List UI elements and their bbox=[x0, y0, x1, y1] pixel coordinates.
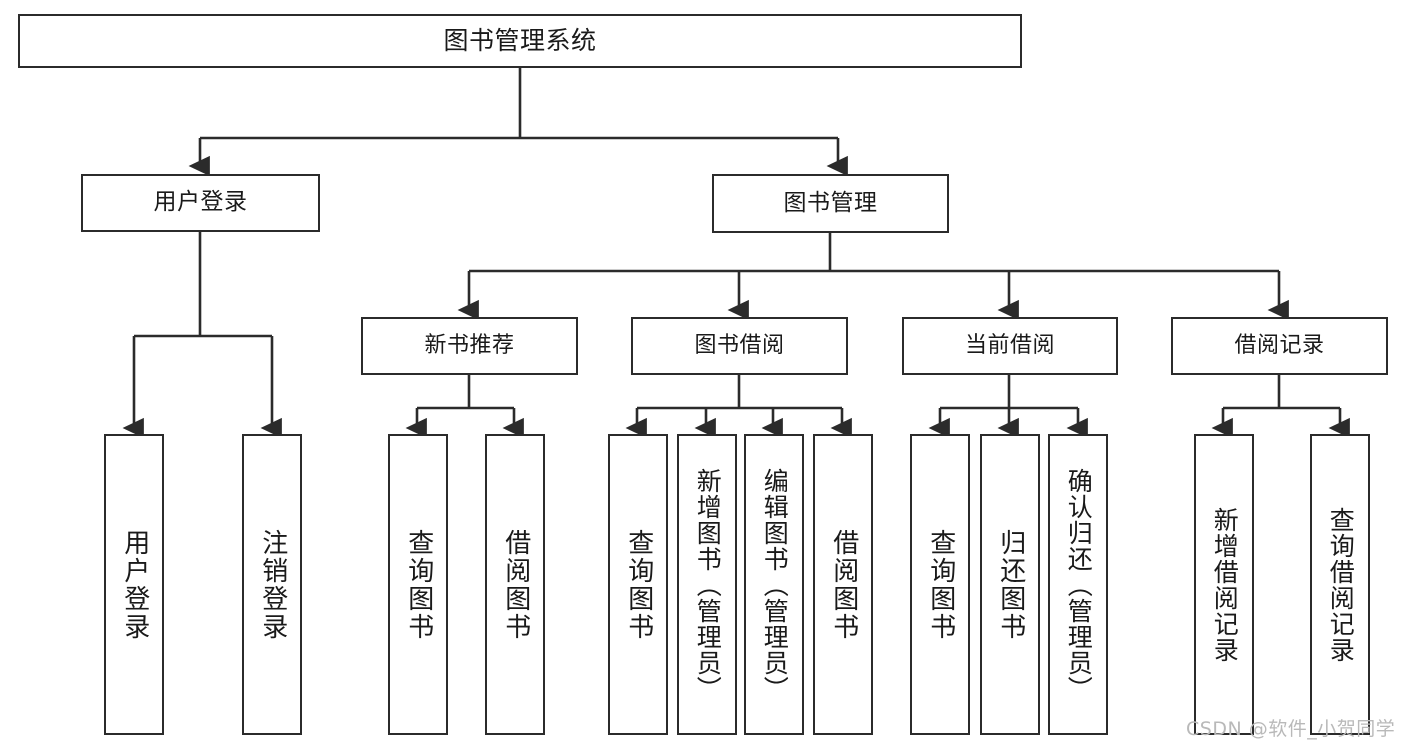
node-label: 用户登录 bbox=[119, 528, 150, 641]
node-label: 确认归还（管理员） bbox=[1064, 467, 1094, 702]
node-book-management[interactable]: 图书管理 bbox=[712, 174, 949, 233]
node-label: 注销登录 bbox=[257, 528, 288, 641]
node-label: 编辑图书（管理员） bbox=[760, 467, 790, 702]
node-label: 查询图书 bbox=[925, 528, 956, 641]
node-current-borrow[interactable]: 当前借阅 bbox=[902, 317, 1118, 375]
node-new-book-recommendation[interactable]: 新书推荐 bbox=[361, 317, 578, 375]
node-label: 图书管理系统 bbox=[443, 26, 597, 56]
leaf-borrow-lend-book[interactable]: 借阅图书 bbox=[813, 434, 873, 735]
node-label: 图书管理 bbox=[783, 189, 878, 216]
node-borrow-record[interactable]: 借阅记录 bbox=[1171, 317, 1388, 375]
csdn-watermark: CSDN @软件_小贺同学 bbox=[1186, 718, 1396, 740]
leaf-recommend-query-book[interactable]: 查询图书 bbox=[388, 434, 448, 735]
node-book-borrow[interactable]: 图书借阅 bbox=[631, 317, 848, 375]
leaf-borrow-query-book[interactable]: 查询图书 bbox=[608, 434, 668, 735]
leaf-current-return-book[interactable]: 归还图书 bbox=[980, 434, 1040, 735]
node-label: 当前借阅 bbox=[964, 333, 1055, 359]
node-label: 查询图书 bbox=[403, 528, 434, 641]
leaf-record-add-borrow-record[interactable]: 新增借阅记录 bbox=[1194, 434, 1254, 735]
node-label: 新增借阅记录 bbox=[1210, 506, 1240, 663]
node-label: 新增图书（管理员） bbox=[693, 467, 723, 702]
node-root-book-management-system[interactable]: 图书管理系统 bbox=[18, 14, 1022, 68]
leaf-borrow-add-book-admin[interactable]: 新增图书（管理员） bbox=[677, 434, 737, 735]
leaf-borrow-edit-book-admin[interactable]: 编辑图书（管理员） bbox=[744, 434, 804, 735]
node-label: 查询借阅记录 bbox=[1326, 506, 1356, 663]
node-label: 借阅图书 bbox=[500, 528, 531, 641]
node-label: 借阅图书 bbox=[828, 528, 859, 641]
node-label: 新书推荐 bbox=[424, 333, 515, 359]
node-label: 图书借阅 bbox=[694, 333, 785, 359]
leaf-recommend-borrow-book[interactable]: 借阅图书 bbox=[485, 434, 545, 735]
node-user-login[interactable]: 用户登录 bbox=[81, 174, 320, 232]
node-label: 借阅记录 bbox=[1234, 333, 1325, 359]
leaf-user-login[interactable]: 用户登录 bbox=[104, 434, 164, 735]
node-label: 查询图书 bbox=[623, 528, 654, 641]
node-label: 归还图书 bbox=[995, 528, 1026, 641]
node-label: 用户登录 bbox=[153, 189, 248, 216]
leaf-user-logout[interactable]: 注销登录 bbox=[242, 434, 302, 735]
leaf-current-query-book[interactable]: 查询图书 bbox=[910, 434, 970, 735]
leaf-current-confirm-return-admin[interactable]: 确认归还（管理员） bbox=[1048, 434, 1108, 735]
leaf-record-query-borrow-record[interactable]: 查询借阅记录 bbox=[1310, 434, 1370, 735]
